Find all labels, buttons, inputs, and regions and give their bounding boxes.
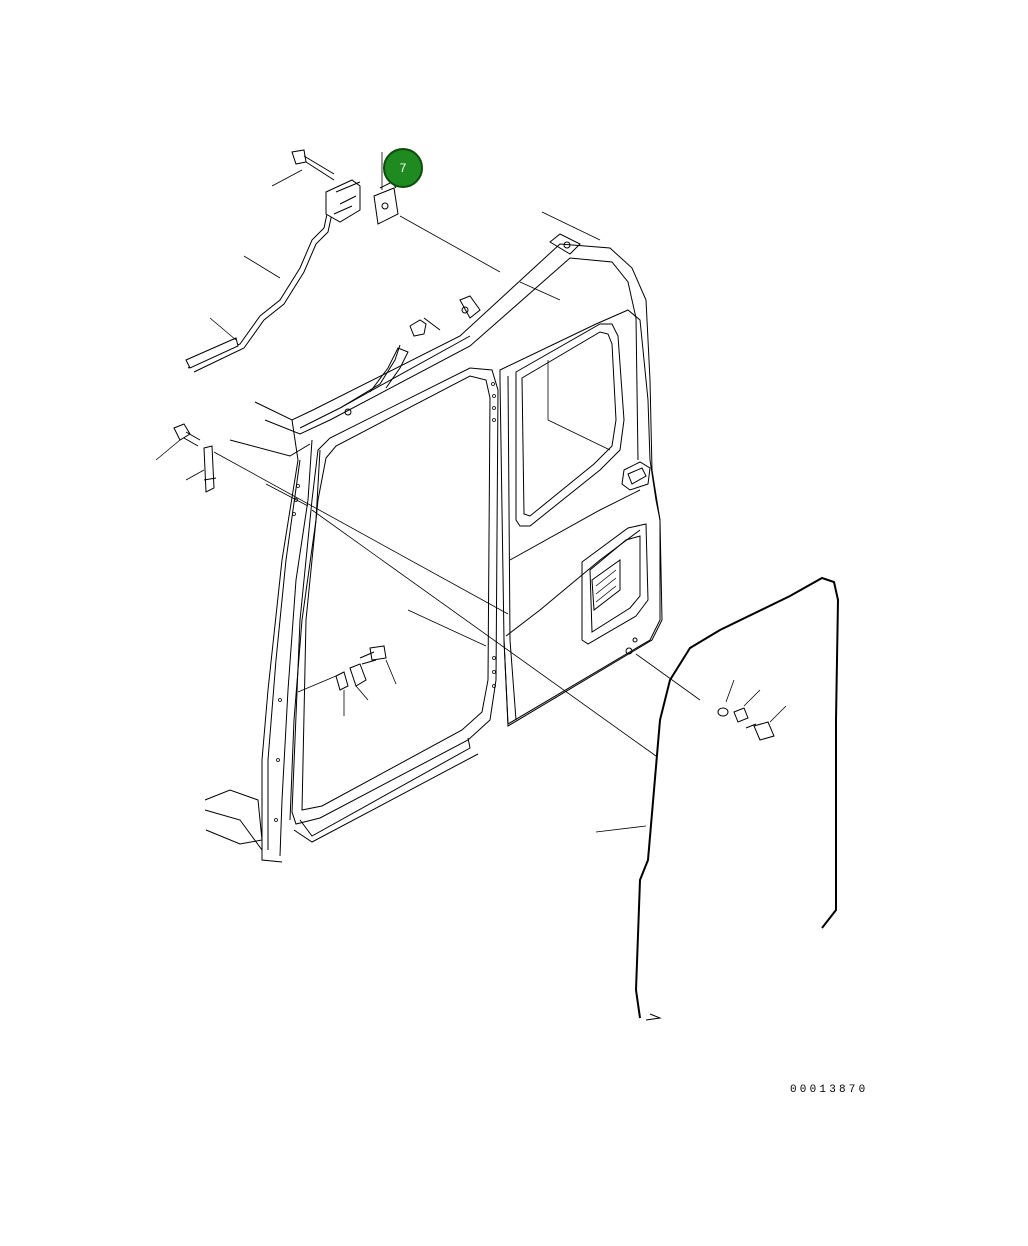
washer-nut-bolt	[717, 707, 775, 741]
door-seal-strip	[634, 576, 840, 1021]
front-window-frame	[291, 367, 499, 843]
left-bolt-bracket	[173, 423, 217, 493]
cab-frame	[204, 233, 663, 863]
callout-7[interactable]: 7	[383, 148, 423, 188]
striker-parts	[335, 645, 387, 691]
pillar-holes	[274, 382, 496, 822]
upper-rod-assembly	[185, 149, 441, 373]
cab-door	[499, 309, 661, 725]
leader-lines	[155, 152, 787, 833]
callout-label: 7	[399, 161, 407, 175]
drawing-number: 00013870	[790, 1084, 869, 1096]
